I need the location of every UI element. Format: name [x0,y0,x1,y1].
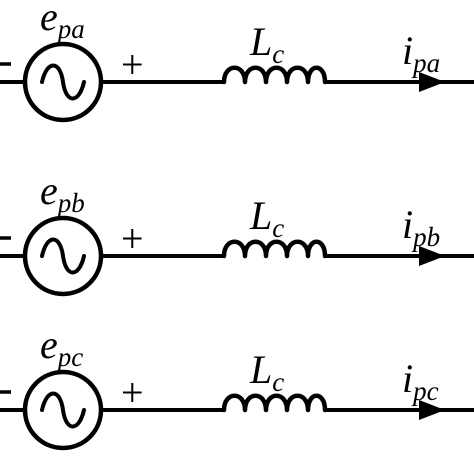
phase-b-branch: + epb Lc ipb [0,168,474,297]
phase-a-branch: + epa Lc ipa [0,0,474,123]
inductor-label: Lc [249,193,284,243]
source-label: epc [40,322,83,372]
plus-sign: + [121,216,144,261]
phase-c-branch: + epc Lc ipc [0,322,474,451]
current-label: ipc [402,356,439,406]
current-arrow-icon [419,400,445,420]
current-label: ipb [402,202,440,252]
source-label: epb [40,168,85,218]
inductor-label: Lc [249,347,284,397]
plus-sign: + [121,370,144,415]
minus-text-phase-b: - [0,218,11,255]
current-arrow-icon [419,72,445,92]
inductor-coil [221,393,328,413]
current-arrow-icon [419,246,445,266]
current-label: ipa [402,28,440,78]
sine-wave-icon [40,63,86,101]
inductor-coil [221,239,328,259]
inductor-label: Lc [249,19,284,69]
minus-text-phase-c: - [0,372,11,409]
plus-sign: + [121,42,144,87]
minus-text-phase-a: - [0,44,11,81]
sine-wave-icon [40,391,86,429]
sine-wave-icon [40,237,86,275]
source-label: epa [40,0,85,44]
inductor-coil [221,65,328,85]
